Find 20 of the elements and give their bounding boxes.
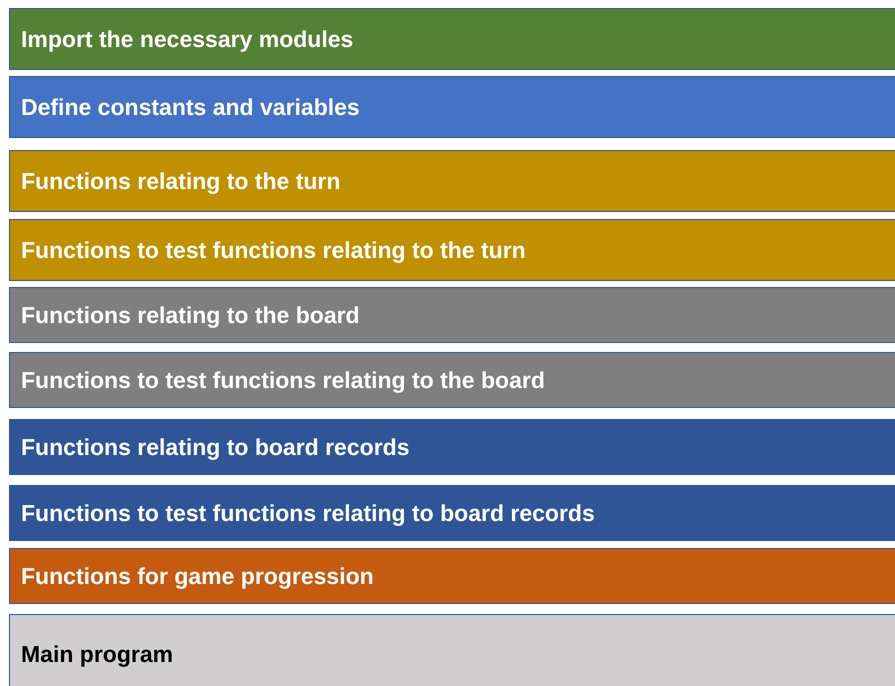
band-label: Functions to test functions relating to the turn (20, 236, 526, 264)
band-label: Functions for game progression (20, 562, 374, 590)
section-band (9, 485, 895, 541)
section-band (9, 614, 895, 686)
band-label: Define constants and variables (20, 94, 360, 120)
band-label: Import the necessary modules (20, 26, 354, 52)
band-label: Functions to test functions relating to the board (20, 366, 545, 394)
section-band (9, 219, 895, 281)
section-band (9, 76, 895, 138)
band-label: Functions to test functions relating to board records (20, 500, 595, 526)
band-label: Functions relating to the board (20, 302, 360, 328)
band-label: Functions relating to the turn (20, 168, 340, 194)
section-band (9, 8, 895, 70)
section-band (9, 548, 895, 604)
section-band (9, 287, 895, 343)
band-label: Main program (20, 640, 174, 668)
band-label: Functions relating to board records (20, 434, 410, 460)
section-band (9, 419, 895, 475)
section-band (9, 352, 895, 408)
section-band (9, 150, 895, 212)
